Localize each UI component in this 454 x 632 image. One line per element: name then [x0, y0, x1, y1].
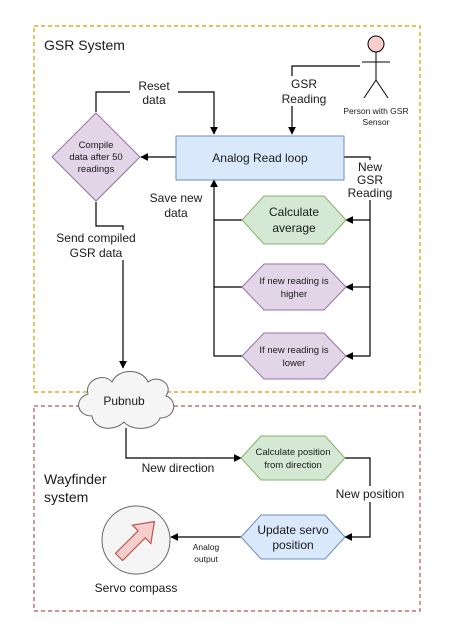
wayfinder-system-group — [33, 405, 421, 612]
edge-new-gsr-reading — [344, 156, 371, 360]
edge-label-send-1: Send compiled — [56, 231, 135, 245]
reading-higher-node — [241, 263, 347, 311]
edge-label-send-2: GSR data — [70, 246, 123, 260]
edge-label-gsr-reading-2: Reading — [282, 92, 327, 106]
edge-label-new-position: New position — [336, 487, 405, 501]
edge-label-new-gsr-3: Reading — [348, 186, 393, 200]
higher-label-1: If new reading is — [259, 276, 328, 287]
reading-lower-node — [241, 332, 347, 380]
compile-label-3: readings — [78, 164, 115, 175]
actor-label-line1: Person with GSR — [343, 106, 408, 116]
compile-label-1: Compile — [79, 140, 114, 151]
update-servo-label-2: position — [272, 538, 313, 552]
edge-label-gsr-reading-1: GSR — [291, 77, 317, 91]
gsr-system-label: GSR System — [44, 37, 125, 53]
person-actor-icon — [362, 35, 390, 99]
edge-label-save-1: Save new — [150, 191, 203, 205]
calculate-position-node — [240, 435, 346, 481]
calc-average-label-1: Calculate — [269, 205, 319, 219]
higher-label-2: higher — [281, 289, 307, 300]
edge-save-new-data — [210, 179, 242, 357]
analog-read-loop-node — [175, 135, 345, 181]
edge-label-new-direction: New direction — [142, 461, 215, 475]
compile-label-2: data after 50 — [69, 152, 122, 163]
update-servo-label-1: Update servo — [257, 523, 329, 537]
calculate-average-node — [241, 195, 347, 245]
edge-new-direction — [125, 428, 242, 462]
edge-label-reset-1: Reset — [138, 79, 170, 93]
calc-position-label-1: Calculate position — [256, 447, 331, 458]
wayfinder-label-line1: Wayfinder — [44, 471, 107, 487]
pubnub-cloud-node — [78, 371, 175, 429]
edge-label-save-2: data — [164, 206, 188, 220]
edge-label-new-gsr-1: New — [358, 160, 382, 174]
calc-position-label-2: from direction — [264, 460, 322, 471]
actor-label-line2: Sensor — [363, 117, 390, 127]
gsr-system-group — [33, 25, 421, 393]
update-servo-node — [240, 514, 346, 560]
edge-label-new-gsr-2: GSR — [357, 173, 383, 187]
servo-compass-label: Servo compass — [95, 581, 178, 595]
calc-average-label-2: average — [272, 221, 316, 235]
compile-data-node — [51, 112, 141, 202]
compass-arrow-icon — [114, 520, 156, 562]
edge-label-analog-2: output — [194, 554, 218, 564]
lower-label-1: If new reading is — [259, 345, 328, 356]
edge-gsr-reading — [288, 65, 360, 135]
pubnub-label: Pubnub — [103, 394, 145, 408]
edge-send-compiled — [95, 202, 127, 369]
lower-label-2: lower — [283, 358, 306, 369]
wayfinder-label-line2: system — [44, 489, 88, 505]
edge-label-reset-2: data — [142, 93, 166, 107]
edge-label-analog-1: Analog — [193, 542, 220, 552]
analog-read-loop-label: Analog Read loop — [212, 151, 308, 165]
